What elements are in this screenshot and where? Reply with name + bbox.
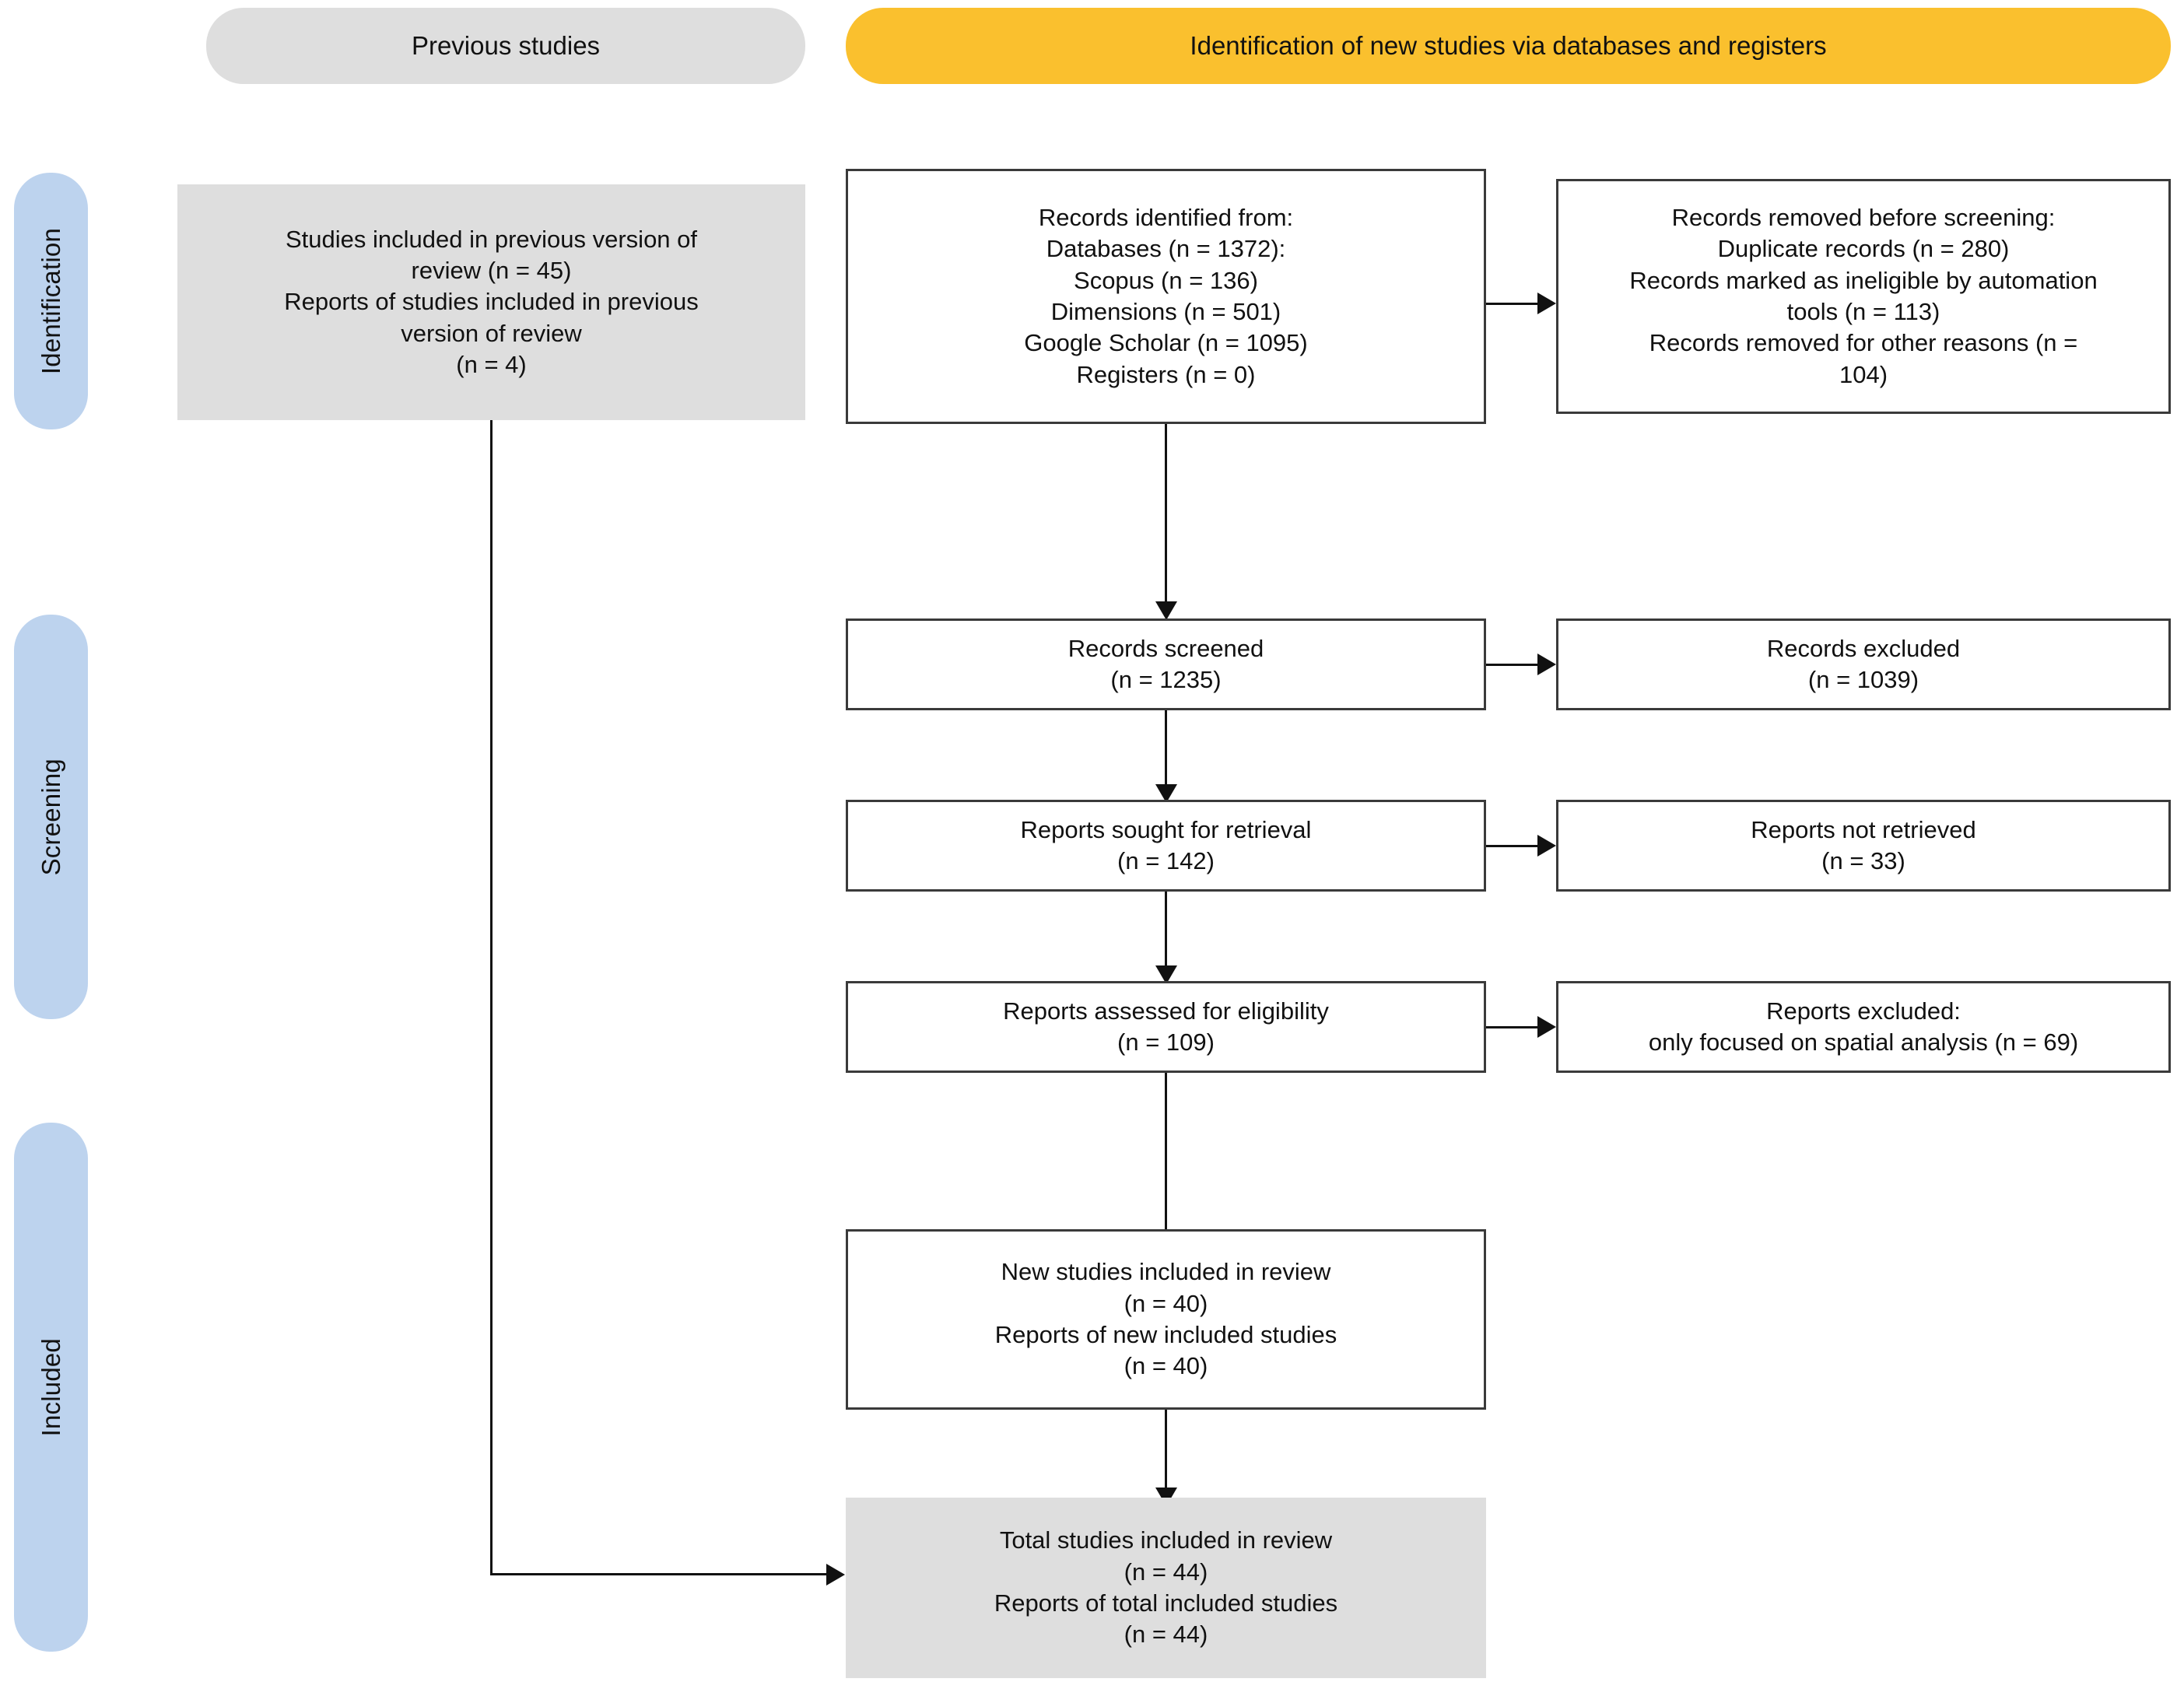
box-line: review (n = 45) [411, 257, 572, 285]
box-line: only focused on spatial analysis (n = 69… [1648, 1028, 2079, 1056]
arrowhead-assessed-to-excluded [1537, 1016, 1556, 1038]
box-line: tools (n = 113) [1786, 298, 1940, 325]
banner-previous-studies: Previous studies [206, 8, 805, 84]
box-line: (n = 33) [1821, 847, 1905, 874]
arrowhead-sought-to-not-retrieved [1537, 835, 1556, 857]
banner-new-studies: Identification of new studies via databa… [846, 8, 2171, 84]
box-line: New studies included in review [1001, 1258, 1331, 1286]
connector-identified-to-screened [1165, 424, 1167, 601]
box-line: Reports assessed for eligibility [1003, 997, 1329, 1025]
connector-identified-to-removed [1486, 303, 1537, 305]
box-line: Studies included in previous version of [285, 225, 698, 253]
connector-assessed-to-new-included [1165, 1073, 1167, 1240]
box-line: Reports not retrieved [1751, 815, 1976, 843]
box-line: Records excluded [1766, 634, 1961, 662]
box-line: Records removed before screening: [1671, 204, 2056, 232]
box-line: 104) [1839, 360, 1888, 388]
box-line: Reports of new included studies [994, 1321, 1337, 1348]
box-line: (n = 40) [1124, 1352, 1208, 1380]
box-line: Reports of studies included in previous [284, 288, 699, 316]
stage-label-screening: Screening [36, 758, 65, 876]
box-line: Reports of total included studies [994, 1589, 1338, 1617]
box-line: (n = 4) [456, 350, 527, 378]
box-reports-sought: Reports sought for retrieval (n = 142) [846, 800, 1486, 892]
connector-screened-to-excluded [1486, 664, 1537, 666]
box-line: (n = 40) [1124, 1289, 1208, 1317]
box-reports-assessed: Reports assessed for eligibility (n = 10… [846, 981, 1486, 1073]
box-line: Duplicate records (n = 280) [1717, 235, 2010, 263]
box-line: (n = 44) [1124, 1558, 1208, 1586]
stage-label-identification: Identification [36, 227, 65, 375]
box-reports-not-retrieved: Reports not retrieved (n = 33) [1556, 800, 2171, 892]
box-records-screened: Records screened (n = 1235) [846, 618, 1486, 710]
box-line: (n = 1235) [1110, 666, 1222, 693]
box-line: Registers (n = 0) [1076, 360, 1256, 388]
box-new-studies-included: New studies included in review (n = 40) … [846, 1229, 1486, 1410]
connector-new-included-to-total [1165, 1410, 1167, 1488]
arrowhead-screened-to-excluded [1537, 654, 1556, 675]
connector-sought-to-assessed [1165, 892, 1167, 965]
box-line: (n = 44) [1124, 1621, 1208, 1649]
stage-pill-included: Included [14, 1123, 88, 1652]
box-reports-excluded: Reports excluded: only focused on spatia… [1556, 981, 2171, 1073]
box-line: Records screened [1067, 634, 1264, 662]
box-line: Google Scholar (n = 1095) [1024, 329, 1308, 357]
connector-screened-to-sought [1165, 710, 1167, 784]
connector-sought-to-not-retrieved [1486, 845, 1537, 847]
stage-pill-identification: Identification [14, 173, 88, 429]
box-records-identified: Records identified from: Databases (n = … [846, 169, 1486, 424]
banner-new-studies-label: Identification of new studies via databa… [1190, 31, 1827, 60]
box-line: Databases (n = 1372): [1046, 235, 1286, 263]
box-line: (n = 109) [1117, 1028, 1215, 1056]
box-records-removed: Records removed before screening: Duplic… [1556, 179, 2171, 414]
box-previous-studies: Studies included in previous version of … [177, 184, 805, 420]
box-line: (n = 142) [1117, 847, 1215, 874]
stage-pill-screening: Screening [14, 615, 88, 1019]
stage-label-included: Included [36, 1337, 65, 1437]
connector-previous-to-total-vertical [490, 420, 493, 1575]
banner-previous-studies-label: Previous studies [411, 31, 601, 60]
box-line: Total studies included in review [999, 1526, 1333, 1554]
box-line: Records identified from: [1038, 204, 1294, 232]
box-line: Reports excluded: [1766, 997, 1961, 1025]
box-line: Dimensions (n = 501) [1050, 298, 1281, 325]
box-line: (n = 1039) [1807, 666, 1919, 693]
box-line: Records marked as ineligible by automati… [1629, 266, 2098, 294]
arrowhead-identified-to-screened [1155, 601, 1177, 620]
box-line: version of review [401, 319, 582, 347]
box-line: Records removed for other reasons (n = [1649, 329, 2078, 357]
connector-previous-to-total-horizontal [490, 1573, 826, 1575]
box-total-studies-included: Total studies included in review (n = 44… [846, 1498, 1486, 1678]
connector-assessed-to-excluded [1486, 1026, 1537, 1028]
box-line: Reports sought for retrieval [1020, 815, 1312, 843]
arrowhead-identified-to-removed [1537, 293, 1556, 314]
box-line: Scopus (n = 136) [1074, 266, 1258, 294]
box-records-excluded: Records excluded (n = 1039) [1556, 618, 2171, 710]
arrowhead-previous-to-total [826, 1564, 845, 1586]
